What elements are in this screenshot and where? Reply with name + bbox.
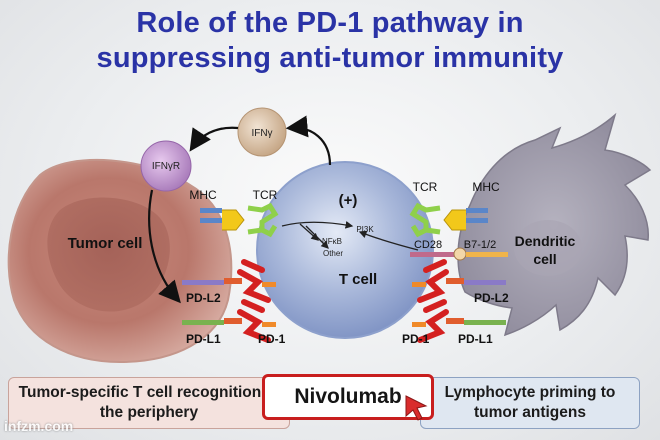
mhc-tcr-complex-left (200, 202, 279, 238)
mhc-tcr-complex-right (409, 202, 488, 238)
pointer-arrow-icon (405, 395, 428, 421)
lymphocyte-priming-text: Lymphocyte priming to tumor antigens (444, 384, 616, 421)
plus-label: (+) (339, 192, 358, 209)
tumor-cell-label: Tumor cell (68, 235, 143, 252)
tcr-right-label: TCR (413, 180, 438, 194)
nivolumab-box: Nivolumab (262, 374, 434, 420)
cd28-label: CD28 (414, 239, 442, 251)
signaling-arrows (281, 221, 419, 251)
mhc-right-label: MHC (472, 180, 500, 194)
mhc-left-label: MHC (189, 188, 217, 202)
pd1-pdl-right (412, 259, 506, 343)
b7-label: B7-1/2 (464, 239, 496, 251)
pd-l2-left-label: PD-L2 (186, 291, 221, 305)
pd-l1-right-label: PD-L1 (458, 332, 493, 346)
tcr-left-label: TCR (253, 188, 278, 202)
nfkb-label: NFκB (322, 237, 342, 246)
other-label: Other (323, 249, 343, 258)
ifn-gamma-receptor (140, 140, 192, 192)
pd-1-right-label: PD-1 (402, 332, 430, 346)
title-line-1: Role of the PD-1 pathway in (136, 7, 524, 39)
pd-l1-left-label: PD-L1 (186, 332, 221, 346)
t-cell (256, 161, 434, 339)
lymphocyte-priming-box: Lymphocyte priming to tumor antigens (420, 377, 640, 429)
pd-1-left-label: PD-1 (258, 332, 286, 346)
dendritic-cell-label-line2: cell (533, 251, 556, 267)
page-title: Role of the PD-1 pathway in suppressing … (0, 6, 660, 76)
cd28-b7-complex (410, 247, 508, 261)
tumor-cell (7, 159, 233, 364)
nivolumab-text: Nivolumab (294, 385, 402, 408)
title-line-2: suppressing anti-tumor immunity (96, 42, 564, 74)
dendritic-cell-label-line1: Dendritic (515, 233, 576, 249)
pd-l2-right-label: PD-L2 (474, 291, 509, 305)
watermark-text: infzm.com (4, 418, 74, 434)
tumor-specific-recognition-text: Tumor-specific T cell recognition in the… (18, 384, 280, 421)
dendritic-cell (457, 112, 652, 337)
t-cell-label: T cell (339, 271, 377, 288)
pi3k-label: PI3K (356, 225, 374, 234)
arrow-receptor-to-pdl (148, 189, 181, 304)
tumor-specific-recognition-box: Tumor-specific T cell recognition in the… (8, 377, 290, 429)
arrow-ifn-to-receptor (189, 126, 239, 152)
ifn-gamma-label: IFNγ (251, 128, 272, 139)
arrow-tcell-to-ifn (285, 115, 332, 166)
pd1-pdl-left (182, 259, 276, 343)
ifn-gamma-receptor-label: IFNγR (152, 161, 180, 172)
